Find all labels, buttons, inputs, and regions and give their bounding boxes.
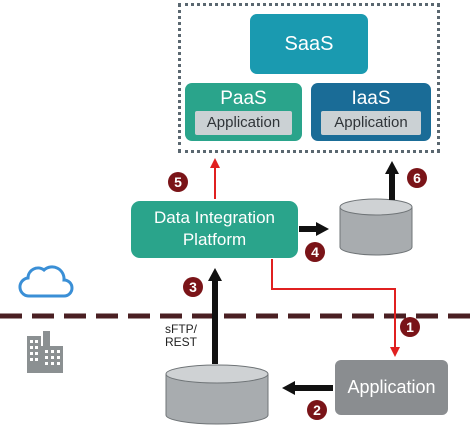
step-badge-2: 2 bbox=[307, 400, 327, 420]
step-badge-6: 6 bbox=[407, 168, 427, 188]
step-badge-5: 5 bbox=[168, 172, 188, 192]
paas-application-chip: Application bbox=[195, 111, 292, 135]
step-1-text: 1 bbox=[406, 319, 414, 335]
iaas-application-chip: Application bbox=[321, 111, 421, 135]
application-label: Application bbox=[347, 377, 436, 397]
on-premise-application: Application bbox=[335, 360, 448, 415]
iaas-box: IaaS Application bbox=[311, 83, 431, 141]
step-6-text: 6 bbox=[413, 170, 421, 186]
paas-label: PaaS bbox=[220, 88, 267, 109]
step-2-text: 2 bbox=[313, 402, 321, 418]
building-icon bbox=[27, 331, 63, 373]
platform-label-line2: Platform bbox=[182, 230, 247, 249]
step-badge-1: 1 bbox=[400, 317, 420, 337]
step-3-text: 3 bbox=[189, 279, 197, 295]
protocol-label: sFTP/ REST bbox=[165, 323, 197, 349]
protocol-line2: REST bbox=[165, 335, 198, 349]
step-4-text: 4 bbox=[311, 244, 319, 260]
platform-label-line1: Data Integration bbox=[154, 208, 275, 227]
step-badge-3: 3 bbox=[183, 277, 203, 297]
cloud-database bbox=[339, 198, 413, 256]
saas-label: SaaS bbox=[284, 33, 334, 55]
cloud-boundary bbox=[178, 3, 440, 153]
arrow-platform-to-application bbox=[271, 259, 400, 357]
data-integration-platform: Data Integration Platform bbox=[131, 201, 298, 258]
protocol-line1: sFTP/ bbox=[165, 322, 197, 336]
cloud-icon bbox=[18, 265, 74, 298]
on-premise-database bbox=[165, 364, 269, 425]
iaas-label: IaaS bbox=[351, 88, 391, 109]
step-5-text: 5 bbox=[174, 174, 182, 190]
step-badge-4: 4 bbox=[305, 242, 325, 262]
saas-box: SaaS bbox=[250, 14, 368, 74]
paas-box: PaaS Application bbox=[185, 83, 302, 141]
